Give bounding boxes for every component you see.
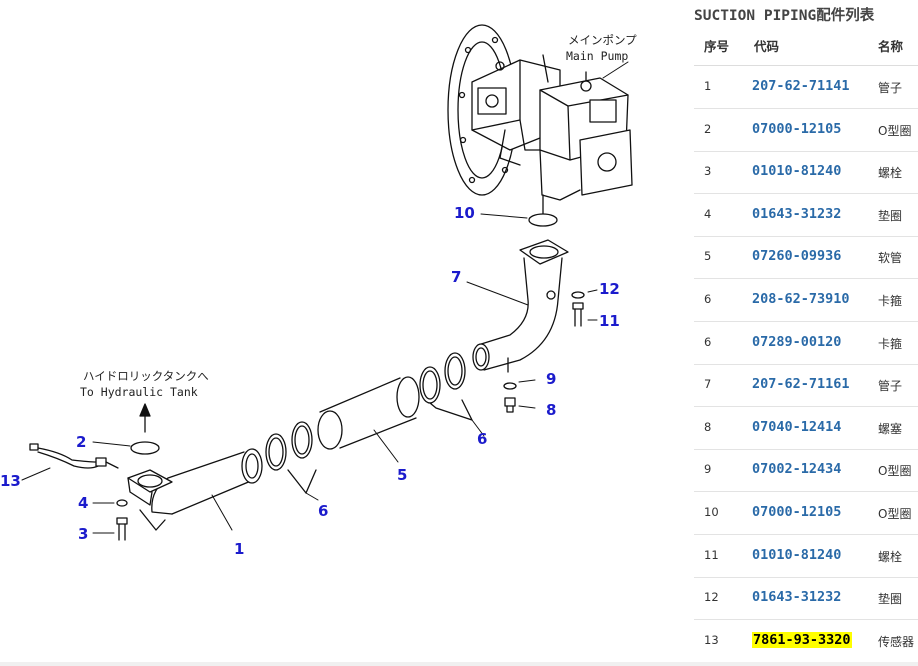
callout-12: 12 <box>599 280 620 298</box>
table-row: 11 01010-81240 螺栓 <box>694 535 918 578</box>
callout-10: 10 <box>454 204 475 222</box>
part-name: O型圈 <box>878 507 912 521</box>
part-name: 传感器 <box>878 634 915 649</box>
part-name: 软管 <box>878 251 903 266</box>
clamp-6-left-drawing <box>265 421 319 501</box>
table-row: 10 07000-12105 O型圈 <box>694 492 918 535</box>
part-code-link[interactable]: 207-62-71141 <box>752 78 850 94</box>
column-header-no: 序号 <box>704 39 730 54</box>
part-number-index: 6 <box>704 292 712 306</box>
tank-label-en: To Hydraulic Tank <box>80 385 198 399</box>
part-code-link[interactable]: 07040-12414 <box>752 418 842 435</box>
part-name: 螺栓 <box>878 549 903 564</box>
callout-6-left: 6 <box>318 502 328 520</box>
part-number-index: 9 <box>704 462 712 477</box>
exploded-parts-diagram: メインポンプ Main Pump ハイドロリックタンクへ To Hydrauli… <box>0 24 637 558</box>
callout-6-right: 6 <box>477 430 487 448</box>
table-row: 8 07040-12414 螺塞 <box>694 407 918 450</box>
table-row: 6 208-62-73910 卡箍 <box>694 279 918 322</box>
callout-7: 7 <box>451 268 461 286</box>
callout-8: 8 <box>546 401 556 419</box>
header-divider <box>694 65 918 66</box>
callout-1: 1 <box>234 540 244 558</box>
main-pump-label-jp: メインポンプ <box>568 33 637 47</box>
part-code-link[interactable]: 01643-31232 <box>752 589 842 606</box>
part-code-link[interactable]: 07289-00120 <box>752 333 842 350</box>
hose-5-drawing <box>317 376 420 463</box>
table-row: 7 207-62-71161 管子 <box>694 364 918 408</box>
part-name: O型圈 <box>878 123 912 138</box>
part-code-link[interactable]: 01010-81240 <box>752 163 842 180</box>
part-code-link[interactable]: 07002-12434 <box>752 461 842 478</box>
part-code-link[interactable]: 07000-12105 <box>752 120 842 137</box>
main-pump-drawing <box>447 24 633 216</box>
part-number-index: 11 <box>704 547 719 562</box>
bottom-divider <box>0 662 918 666</box>
part-code-link[interactable]: 208-62-73910 <box>752 291 850 307</box>
table-row: 6 07289-00120 卡箍 <box>694 322 918 365</box>
table-row: 5 07260-09936 软管 <box>694 236 918 280</box>
part-code-link[interactable]: 207-62-71161 <box>752 376 850 393</box>
part-name: 管子 <box>878 379 903 394</box>
callout-9: 9 <box>546 370 556 388</box>
part-number-index: 12 <box>704 590 719 605</box>
part-number-index: 7 <box>704 377 712 392</box>
main-pump-label-en: Main Pump <box>566 49 628 63</box>
part-number-index: 3 <box>704 164 712 179</box>
parts-list-title: SUCTION PIPING配件列表 <box>694 8 875 24</box>
part-code-link[interactable]: 7861-93-3320 <box>752 631 852 648</box>
table-row: 3 01010-81240 螺栓 <box>694 151 918 195</box>
sensor-13-drawing <box>21 443 119 481</box>
part-name: 垫圈 <box>878 592 903 607</box>
part-number-index: 6 <box>704 334 712 349</box>
part-name: 卡箍 <box>878 294 903 308</box>
part-number-index: 4 <box>704 206 712 221</box>
callout-13: 13 <box>0 472 21 490</box>
part-code-link[interactable]: 01643-31232 <box>752 205 842 222</box>
part-name: O型圈 <box>878 464 912 479</box>
part-name: 螺塞 <box>878 421 903 436</box>
table-row: 13 7861-93-3320 传感器 <box>694 620 918 663</box>
part-number-index: 13 <box>704 632 719 647</box>
table-row: 12 01643-31232 垫圈 <box>694 577 918 621</box>
pipe-1-drawing <box>127 448 263 531</box>
part-code-link[interactable]: 07000-12105 <box>752 504 842 520</box>
part-number-index: 5 <box>704 249 712 264</box>
part-number-index: 2 <box>704 121 712 136</box>
column-header-code: 代码 <box>754 39 780 54</box>
pipe-7-drawing <box>472 239 569 373</box>
part-code-link[interactable]: 01010-81240 <box>752 546 842 563</box>
part-code-link[interactable]: 07260-09936 <box>752 248 842 265</box>
clamp-6-right-drawing <box>419 352 485 437</box>
callout-2: 2 <box>76 433 86 451</box>
table-row: 9 07002-12434 O型圈 <box>694 449 918 493</box>
column-header-name: 名称 <box>878 39 904 54</box>
part-name: 管子 <box>878 81 903 95</box>
part-number-index: 8 <box>704 419 712 434</box>
callout-4: 4 <box>78 494 88 512</box>
callout-5: 5 <box>397 466 407 484</box>
part-name: 卡箍 <box>878 336 903 351</box>
table-row: 2 07000-12105 O型圈 <box>694 109 918 152</box>
tank-label-jp: ハイドロリックタンクへ <box>83 369 209 383</box>
part-name: 垫圈 <box>878 208 903 223</box>
table-row: 1 207-62-71141 管子 <box>694 66 918 109</box>
part-number-index: 1 <box>704 79 712 93</box>
part-number-index: 10 <box>704 505 719 519</box>
callout-11: 11 <box>599 312 620 330</box>
parts-list-panel: SUCTION PIPING配件列表 序号 代码 名称 1 207-62-7114… <box>694 0 918 666</box>
callout-3: 3 <box>78 525 88 543</box>
table-row: 4 01643-31232 垫圈 <box>694 194 918 237</box>
part-name: 螺栓 <box>878 166 903 181</box>
